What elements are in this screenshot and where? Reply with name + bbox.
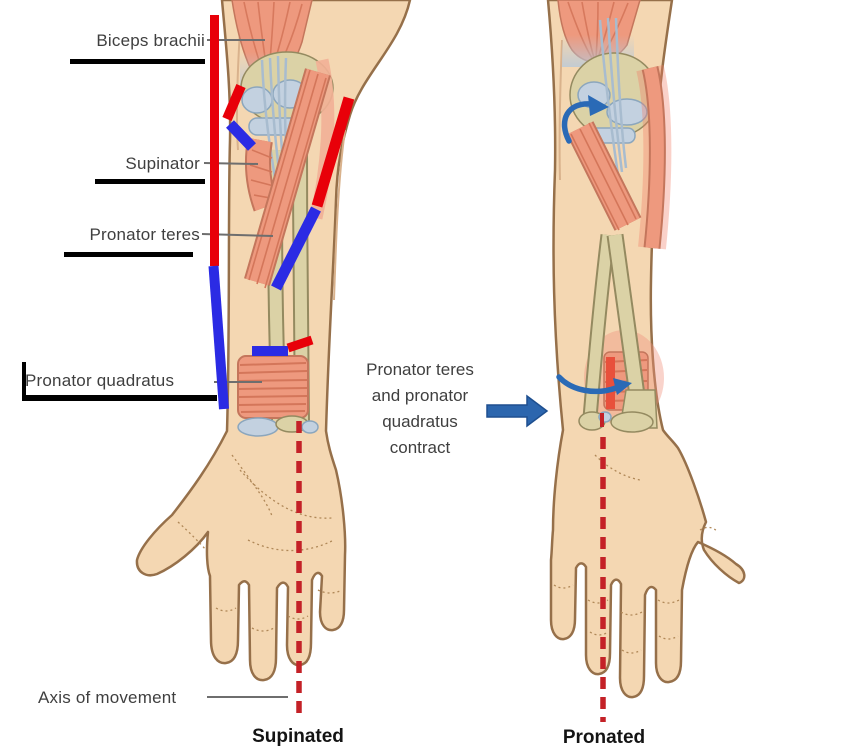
right-skin-fold — [558, 39, 563, 181]
left-palm-creases — [177, 454, 343, 632]
biceps-brachii-label: Biceps brachii — [96, 31, 205, 50]
left-skin-fold-2 — [333, 129, 346, 301]
pronator-quadratus-underline — [22, 362, 217, 401]
left-pronator-quadratus-art — [237, 355, 309, 419]
red-mark-elbow — [222, 84, 246, 121]
left-carpals-art — [237, 415, 319, 437]
right-wrist-axis-mark — [600, 413, 604, 427]
left-supinator-art — [245, 137, 279, 212]
biceps-underline — [70, 59, 205, 64]
right-carpals-art — [578, 411, 654, 433]
pronator-quadratus-label: Pronator quadratus — [25, 371, 175, 390]
blue-mark-elbow — [226, 120, 256, 151]
blue-mark-vertical — [208, 265, 229, 410]
supinator-label: Supinator — [125, 154, 200, 173]
axis-of-movement-label: Axis of movement — [38, 688, 177, 707]
caption-line-4: contract — [389, 438, 451, 457]
caption-line-3: quadratus — [382, 412, 458, 431]
blue-mark-diagonal — [271, 206, 321, 291]
left-pronator-teres-art — [244, 68, 331, 289]
supinator-underline — [95, 179, 205, 184]
right-pronator-teres-art — [566, 121, 642, 231]
red-mark-wrist — [286, 335, 314, 353]
right-arm-illustration — [546, 0, 746, 699]
right-lateral-muscle-art — [636, 64, 672, 250]
pronated-label: Pronated — [562, 727, 646, 748]
right-forearm-bones-art — [582, 233, 658, 429]
wrist-rotation-arrow — [556, 374, 632, 395]
right-hand-creases — [553, 454, 719, 654]
pronator-teres-underline — [64, 252, 193, 257]
supinated-label: Supinated — [252, 726, 344, 747]
contract-caption: Pronator teres and pronator quadratus co… — [345, 357, 495, 461]
contract-arrow-icon — [486, 394, 549, 428]
caption-line-1: Pronator teres — [366, 360, 474, 379]
annotation-marks — [208, 15, 355, 410]
left-arm-illustration — [135, 0, 412, 682]
pronator-teres-label: Pronator teres — [89, 225, 200, 244]
caption-line-2: and pronator — [371, 386, 469, 405]
right-tendon-art — [598, 17, 628, 176]
elbow-rotation-arrow — [561, 95, 609, 144]
red-mark-diagonal — [311, 96, 355, 208]
